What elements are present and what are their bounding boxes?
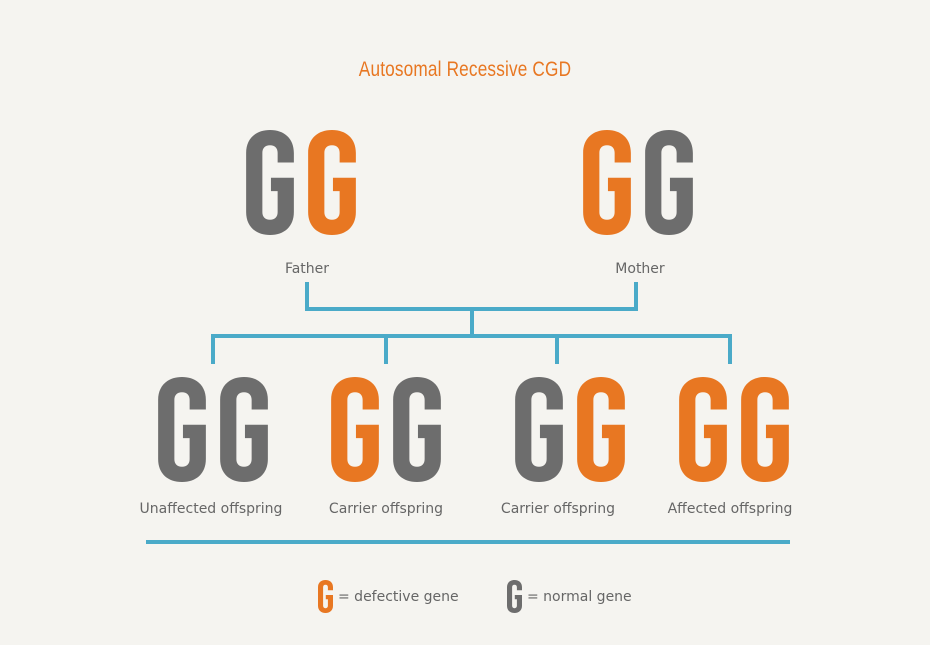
normal-gene-icon <box>515 377 563 482</box>
offspring-4-genes <box>676 377 792 482</box>
normal-gene-icon <box>645 130 693 235</box>
offspring-3-genes <box>512 377 628 482</box>
father-label: Father <box>284 261 330 277</box>
defective-gene-icon <box>318 580 333 613</box>
defective-gene-icon <box>308 130 356 235</box>
mother-genes <box>580 130 696 235</box>
normal-gene-icon <box>220 377 268 482</box>
legend-defective: = defective gene <box>318 580 459 613</box>
normal-gene-icon <box>393 377 441 482</box>
mother-label: Mother <box>615 261 665 277</box>
offspring-2-genes <box>328 377 444 482</box>
defective-gene-icon <box>331 377 379 482</box>
offspring-4-label: Affected offspring <box>667 501 793 517</box>
defective-gene-icon <box>679 377 727 482</box>
diagram-title: Autosomal Recessive CGD <box>358 58 572 81</box>
offspring-1-genes <box>155 377 271 482</box>
legend-normal: = normal gene <box>507 580 632 613</box>
father-genes <box>243 130 359 235</box>
defective-gene-icon <box>741 377 789 482</box>
offspring-connector <box>211 334 732 364</box>
defective-gene-icon <box>583 130 631 235</box>
legend-normal-text: = normal gene <box>527 588 632 605</box>
offspring-3-label: Carrier offspring <box>500 501 616 517</box>
legend-defective-text: = defective gene <box>338 588 459 605</box>
defective-gene-icon <box>577 377 625 482</box>
normal-gene-icon <box>158 377 206 482</box>
offspring-1-label: Unaffected offspring <box>139 501 283 517</box>
normal-gene-icon <box>246 130 294 235</box>
offspring-2-label: Carrier offspring <box>328 501 444 517</box>
parents-connector <box>305 282 638 311</box>
normal-gene-icon <box>507 580 522 613</box>
